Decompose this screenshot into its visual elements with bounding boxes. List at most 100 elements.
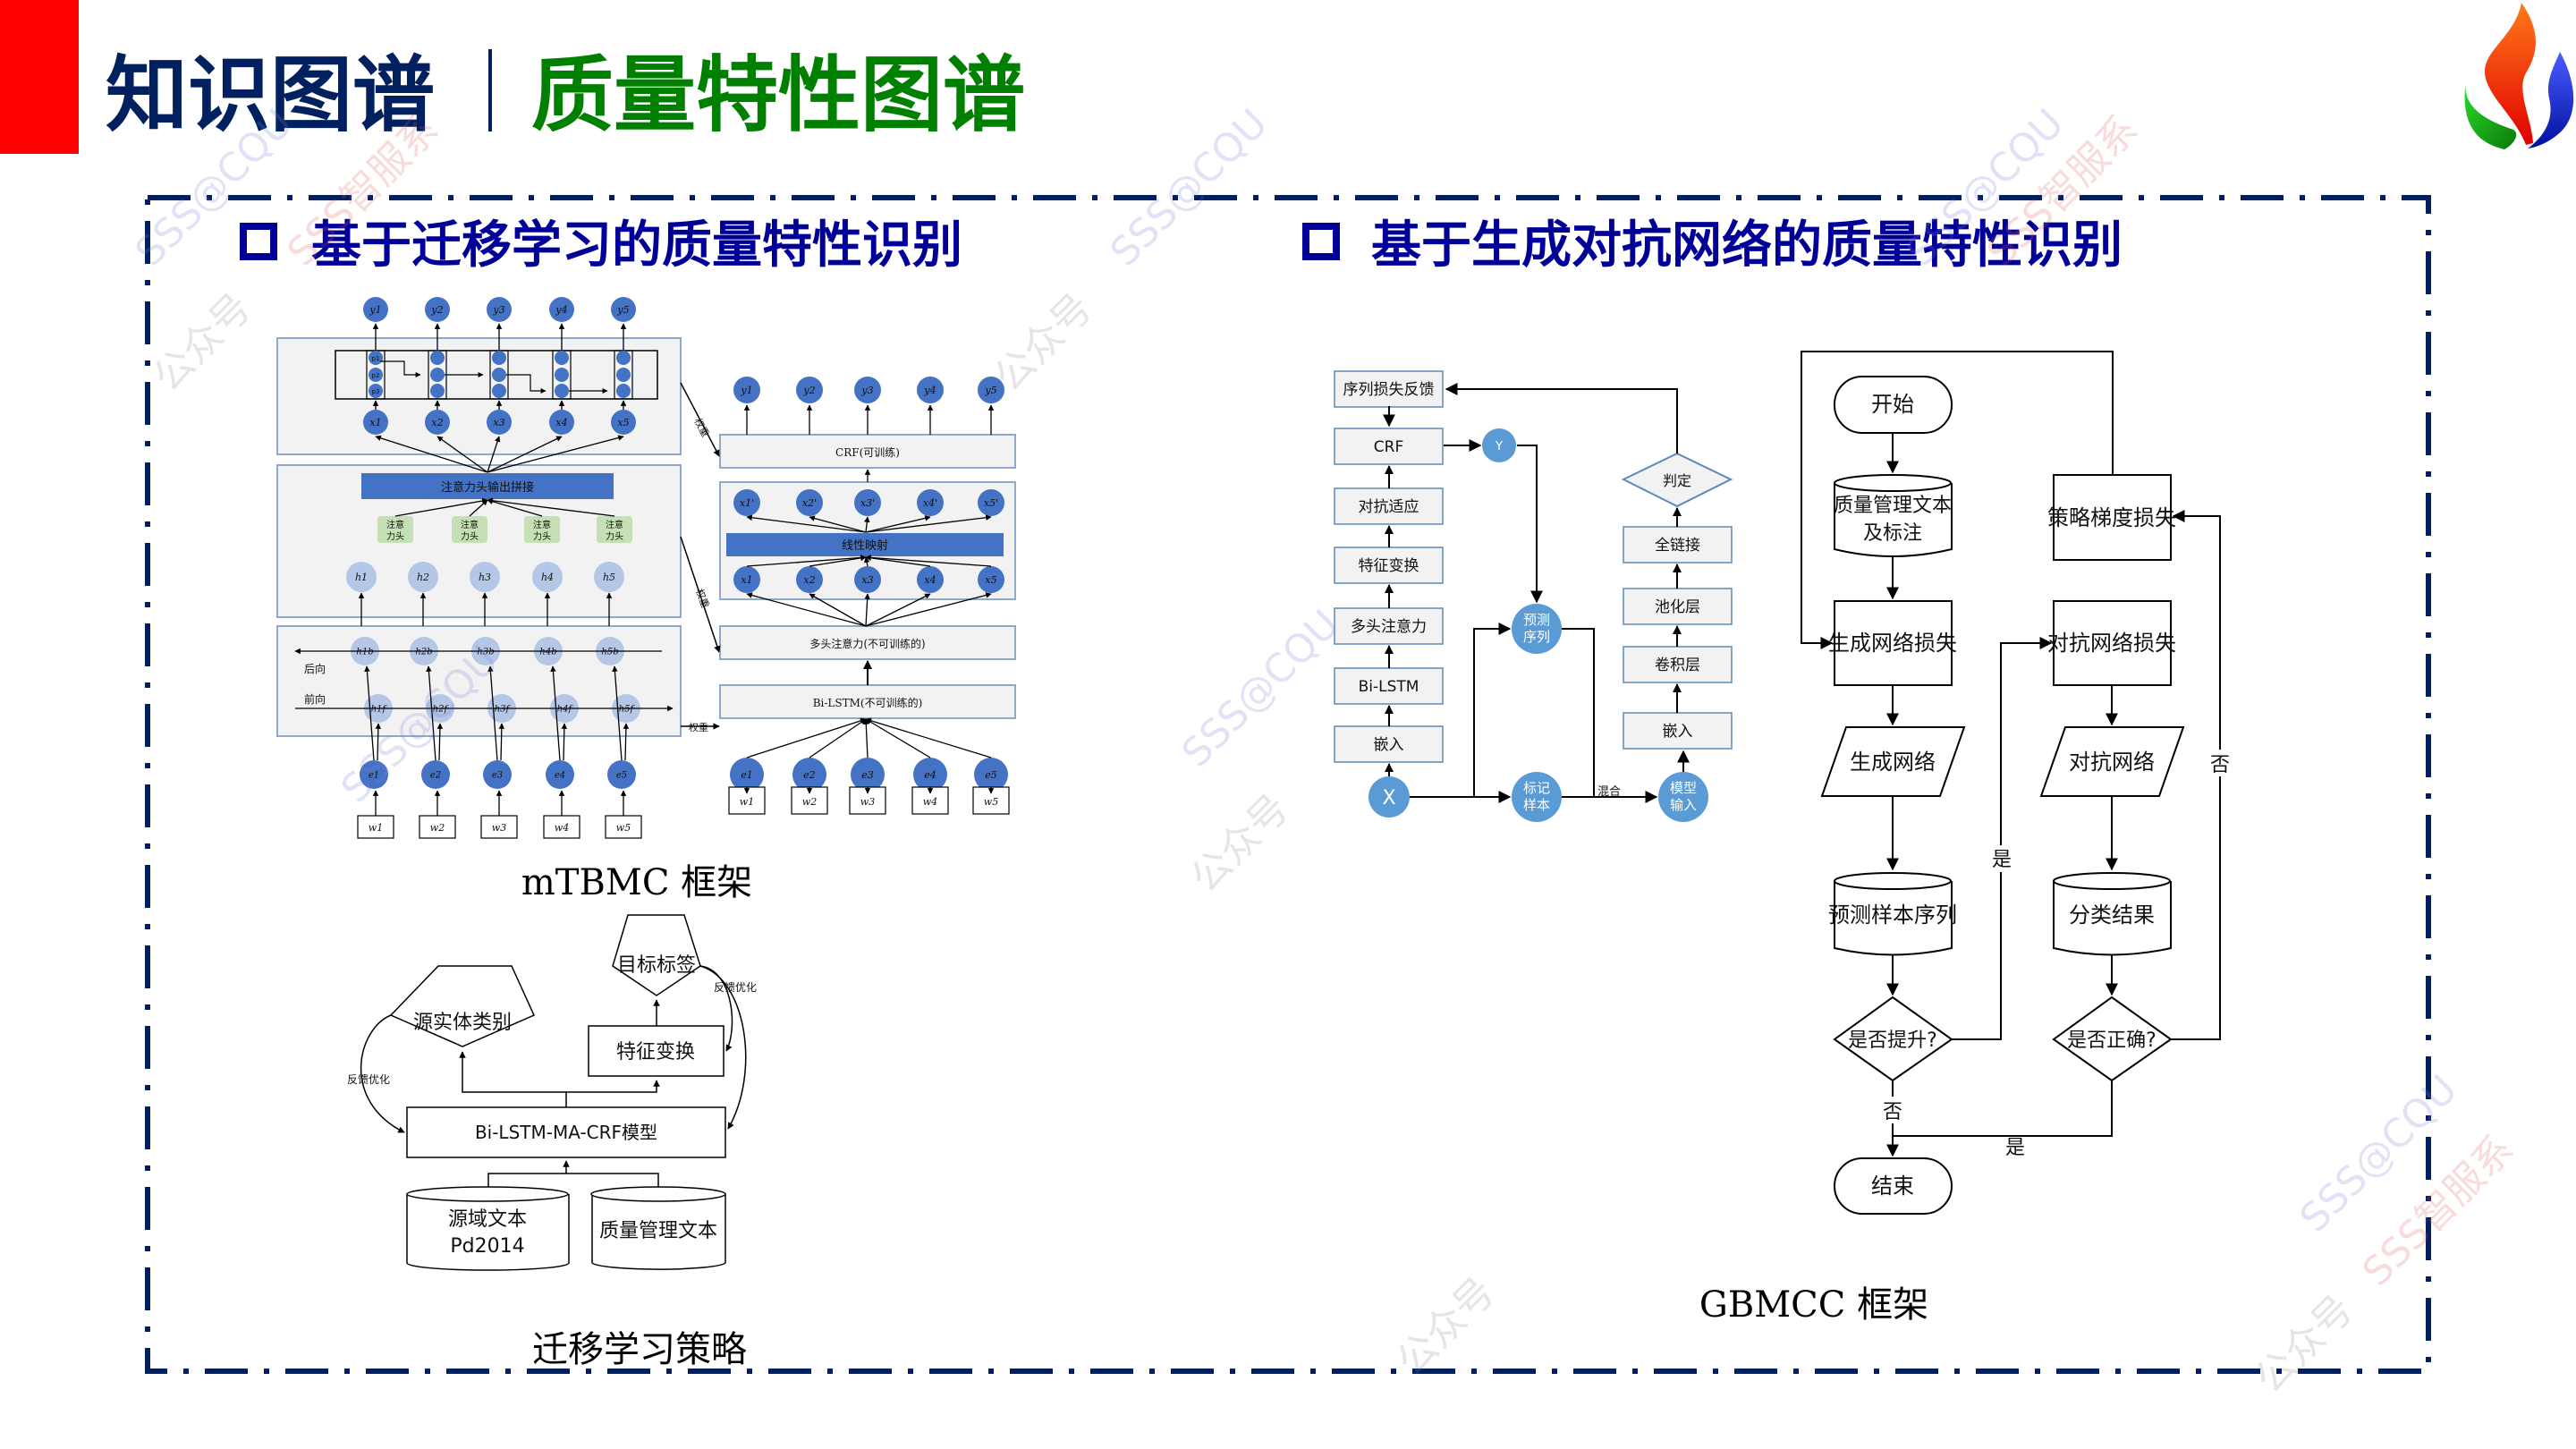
predicted-sequence-node [1512,604,1562,654]
y-output-node [549,297,574,322]
attention-head-label: 注意 [461,519,479,530]
h-backward-node-label: h1b [356,648,373,657]
generator-net-shape [1820,726,1966,797]
red-accent-bar [0,0,79,154]
feedback-label-right: 反馈优化 [714,981,757,994]
discriminator-layer-1 [1623,526,1733,564]
y-output-node [733,377,760,403]
end-node [1834,1157,1953,1215]
y-output-node [978,377,1004,403]
x-node-label: x4 [924,574,936,586]
y-output-node-label: y1 [740,385,752,396]
gbmcc-layer-3 [1334,487,1444,525]
embedding-node [360,760,388,789]
word-label: w4 [923,796,937,808]
embedding-node [974,758,1008,792]
gbmcc-layer-2 [1334,428,1444,465]
embedding-node [546,760,574,789]
svg-text:Pd2014: Pd2014 [450,1235,524,1258]
gbmcc-layer-7-label: 嵌入 [1374,736,1404,754]
model-input-node [1658,772,1708,822]
h-forward-node-label: h2f [433,705,450,715]
annotated-text-db: 质量管理文本 及标注 [1834,474,1953,557]
h-node-label: h1 [355,572,368,583]
x-prime-node [978,489,1004,516]
gbmcc-caption: GBMCC 框架 [1699,1284,1928,1326]
h-forward-node-label: h5f [619,705,636,715]
y-output-node-label: y4 [923,385,936,396]
y-output-node-label: y2 [430,304,443,316]
svg-text:是否正确?: 是否正确? [2067,1030,2157,1052]
svg-text:预测: 预测 [1523,612,1550,628]
h-node [408,562,438,592]
x-node [363,410,388,435]
attention-head-label: 注意 [386,519,404,530]
discriminator-layer-2 [1623,588,1733,625]
svg-text:序列: 序列 [1523,629,1550,645]
x-input-node [1368,776,1410,818]
svg-text:样本: 样本 [1523,797,1550,813]
svg-text:公众号: 公众号 [1388,1268,1504,1384]
mha-label: 多头注意力(不可训练的) [809,637,925,650]
h-backward-node-label: h3b [477,648,494,657]
yes-label: 是 [1992,849,2012,871]
h-node-label: h2 [417,572,429,583]
x-node [549,410,574,435]
attention-head-label: 注意 [533,519,551,530]
x-node [796,566,823,593]
svg-text:质量管理文本: 质量管理文本 [599,1220,717,1242]
source-entity-label: 源实体类别 [413,1012,512,1034]
embedding-node-label: e3 [861,769,874,781]
x-node-label: x1 [741,574,752,586]
x-prime-node-label: x3' [860,497,875,509]
x-node [978,566,1004,593]
embedding-node-label: e2 [803,769,816,781]
x-node [611,410,636,435]
x-prime-node-label: x1' [740,497,754,509]
word-label: w2 [802,796,817,808]
gbmcc-layer-6 [1334,667,1444,705]
weight-label: 权重 [693,587,712,609]
embedding-node [730,758,764,792]
crf-state-dot [555,368,569,382]
svg-text:是否提升?: 是否提升? [1848,1030,1937,1052]
source-text-db: 源域文本 Pd2014 [406,1186,570,1271]
word-label: w5 [984,796,998,808]
attention-head [524,516,560,543]
svg-text:SSS@CQU: SSS@CQU [1102,100,1276,275]
no-label: 否 [1883,1101,1902,1123]
svg-text:输入: 输入 [1670,797,1697,813]
crf-state-dot [369,368,383,382]
crf-state-dot [492,351,506,365]
crf-trainable-box [719,434,1016,469]
transfer-caption: 迁移学习策略 [532,1329,747,1370]
crf-state-dot [430,368,445,382]
section-heading-left: 基于迁移学习的质量特性识别 [240,216,962,275]
svg-text:源域文本: 源域文本 [448,1208,527,1231]
quality-text-db: 质量管理文本 [590,1186,726,1270]
x-node-label: x5 [617,417,629,428]
y-output-node-label: y1 [369,304,381,316]
x-node-label: x2 [803,574,815,586]
embedding-node-label: e4 [924,769,936,781]
x-prime-node-label: x2' [802,497,817,509]
crf-state-label: p1 [372,355,380,362]
model-label: Bi-LSTM-MA-CRF模型 [475,1122,657,1143]
svg-text:X: X [1382,787,1395,809]
word-label: w4 [555,822,569,834]
target-label-shape [612,914,701,996]
labeled-sample-node [1512,772,1562,822]
policy-gradient-loss-box [2053,474,2172,561]
svg-text:策略梯度损失: 策略梯度损失 [2047,505,2176,530]
svg-text:分类结果: 分类结果 [2069,902,2155,928]
crf-state-dot [555,384,569,398]
x-node-label: x3 [861,574,873,586]
word-box [480,815,518,839]
content-border [145,195,2431,1374]
x-prime-node [796,489,823,516]
h-node [470,562,500,592]
crf-state-dot [616,384,631,398]
discriminator-layer-2-label: 池化层 [1655,598,1700,616]
